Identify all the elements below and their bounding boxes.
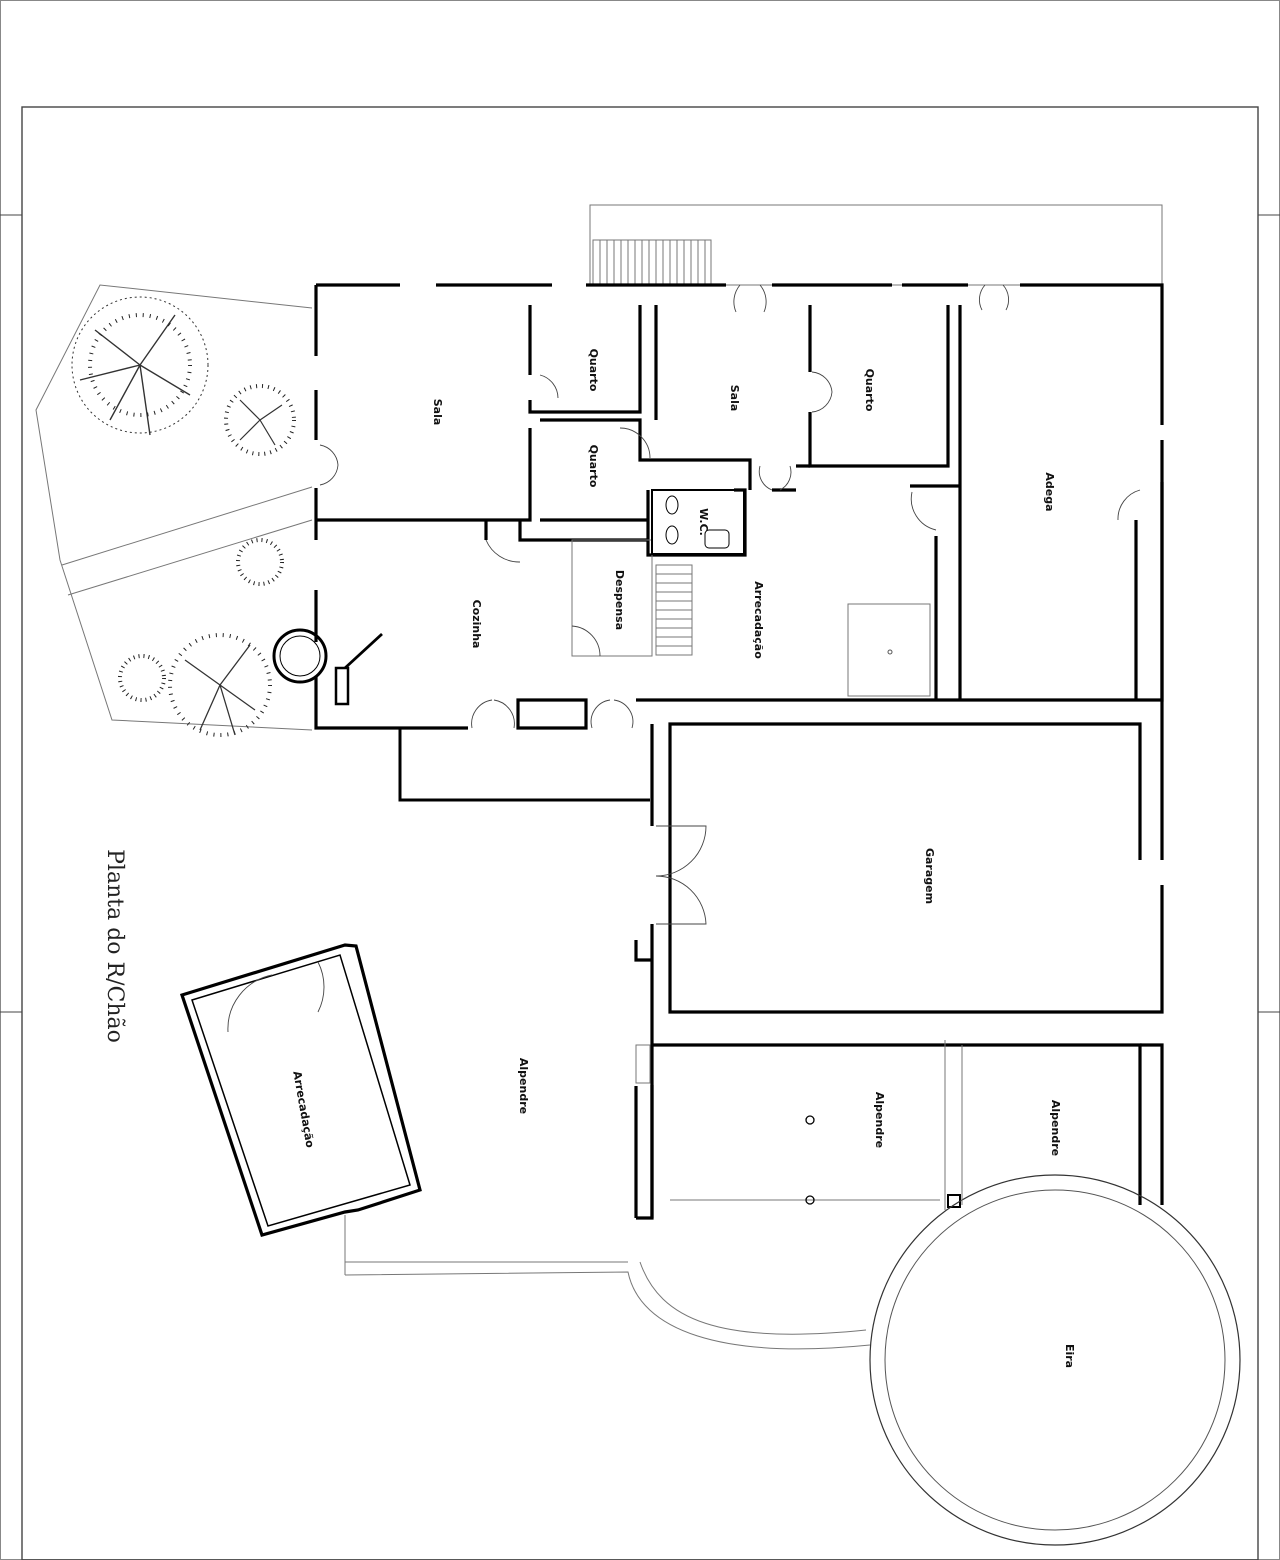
interior-stairs — [655, 564, 693, 656]
storage-building — [179, 943, 422, 1237]
label-despensa: Despensa — [613, 570, 626, 630]
label-sala-1: Sala — [431, 399, 444, 426]
room-labels: Sala Quarto Quarto Sala Quarto Adega W.C… — [290, 349, 1076, 1369]
house-walls — [314, 283, 1164, 1220]
tree-icon — [118, 654, 166, 702]
label-adega: Adega — [1043, 472, 1056, 511]
label-eira: Eira — [1063, 1344, 1076, 1368]
exterior-stairs — [592, 239, 712, 286]
tree-icon — [236, 538, 284, 586]
details — [272, 489, 931, 1205]
label-garagem: Garagem — [923, 848, 936, 904]
tree-icon — [224, 384, 296, 456]
label-quarto-3: Quarto — [863, 369, 876, 412]
label-arrecadacao-1: Arrecadação — [752, 581, 765, 659]
garden-outline — [35, 204, 1163, 1350]
label-arrecadacao-2: Arrecadação — [290, 1070, 316, 1149]
label-quarto-1: Quarto — [587, 349, 600, 392]
label-sala-2: Sala — [728, 385, 741, 412]
tree-icon — [71, 296, 209, 436]
tree-icon — [168, 633, 272, 737]
label-alpendre-1: Alpendre — [517, 1058, 530, 1114]
label-alpendre-2: Alpendre — [873, 1092, 886, 1148]
threshing-floor — [670, 1040, 1241, 1546]
label-cozinha: Cozinha — [470, 600, 483, 649]
door-swings — [319, 284, 1141, 1084]
label-quarto-2: Quarto — [587, 445, 600, 488]
label-alpendre-3: Alpendre — [1049, 1100, 1062, 1156]
label-wc: W.C. — [697, 508, 710, 536]
plan-title: Planta do R/Chão — [102, 849, 127, 1043]
